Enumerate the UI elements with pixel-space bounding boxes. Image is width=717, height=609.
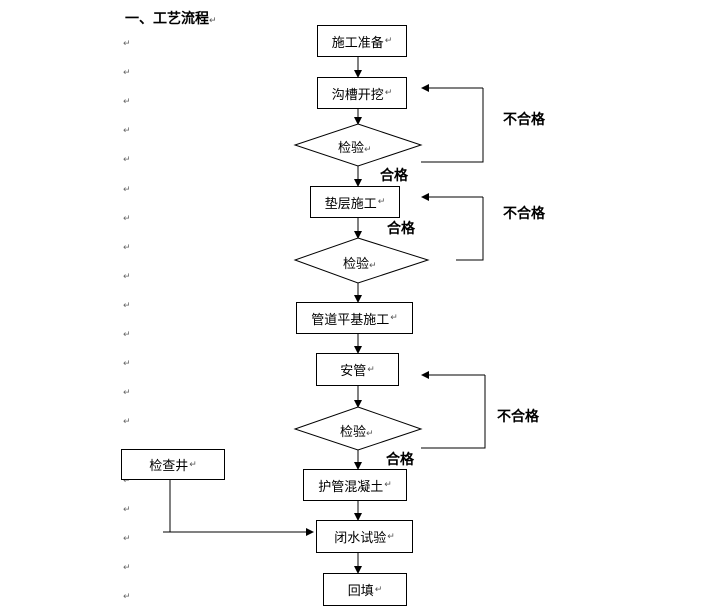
decision-inspect-1-text: 检验 [338, 141, 365, 156]
paragraph-mark-icon: ↵ [123, 505, 131, 515]
decision-diamond-2 [293, 237, 430, 284]
pass-label-3: 合格 [386, 452, 414, 468]
fail-loop-3-line [421, 375, 486, 449]
paragraph-mark-icon: ↵ [387, 531, 395, 542]
paragraph-mark-icon: ↵ [123, 97, 131, 107]
paragraph-mark-icon: ↵ [123, 301, 131, 311]
paragraph-mark-icon: ↵ [123, 185, 131, 195]
step-pipe-laying-label: 安管 [340, 364, 367, 379]
paragraph-mark-icon: ↵ [367, 364, 375, 375]
fail-loop-2-line [456, 197, 484, 261]
paragraph-mark-icon: ↵ [123, 388, 131, 398]
paragraph-mark-icon: ↵ [384, 480, 392, 490]
fail-label-1: 不合格 [503, 112, 545, 128]
paragraph-mark-icon: ↵ [123, 330, 131, 340]
pass-label-2: 合格 [387, 221, 415, 237]
paragraph-mark-icon: ↵ [123, 243, 131, 253]
paragraph-mark-icon: ↵ [123, 126, 131, 136]
paragraph-mark-icon: ↵ [364, 145, 372, 155]
step-cushion-construction: 垫层施工↵ [310, 186, 400, 218]
decision-inspect-1-label: 检验↵ [338, 137, 372, 156]
paragraph-mark-icon: ↵ [366, 429, 374, 439]
step-backfill: 回填↵ [323, 573, 407, 606]
paragraph-mark-icon: ↵ [369, 261, 377, 271]
decision-inspect-2-text: 检验 [343, 257, 370, 272]
paragraph-mark-icon: ↵ [123, 534, 131, 544]
fail-label-3: 不合格 [497, 409, 539, 425]
decision-inspect-3-label: 检验↵ [340, 421, 374, 440]
decision-diamond-1 [293, 123, 423, 167]
step-construction-prep: 施工准备↵ [317, 25, 407, 57]
step-manhole: 检查井↵ [121, 449, 225, 480]
paragraph-mark-icon: ↵ [123, 68, 131, 78]
paragraph-mark-icon: ↵ [384, 88, 393, 98]
page-title: 一、工艺流程↵ [125, 8, 217, 28]
paragraph-mark-icon: ↵ [123, 592, 131, 602]
paragraph-mark-icon: ↵ [123, 39, 131, 49]
step-pipe-concrete-protection: 护管混凝土↵ [303, 469, 407, 501]
step-water-closure-test-label: 闭水试验 [334, 531, 387, 546]
step-cushion-construction-label: 垫层施工 [324, 196, 377, 212]
paragraph-mark-icon: ↵ [123, 155, 131, 165]
paragraph-mark-icon: ↵ [189, 459, 197, 470]
step-trench-excavation-label: 沟槽开挖 [331, 87, 384, 103]
paragraph-mark-icon: ↵ [377, 197, 386, 207]
step-pipe-base-construction: 管道平基施工↵ [296, 302, 413, 334]
decision-diamond-3 [293, 406, 423, 451]
paragraph-mark-icon: ↵ [384, 36, 393, 46]
paragraph-mark-icon: ↵ [374, 584, 383, 595]
paragraph-mark-icon: ↵ [123, 214, 131, 224]
paragraph-mark-icon: ↵ [390, 313, 398, 323]
step-pipe-base-construction-label: 管道平基施工 [311, 312, 390, 328]
step-pipe-concrete-protection-label: 护管混凝土 [318, 479, 384, 495]
step-backfill-label: 回填 [347, 584, 374, 599]
paragraph-mark-icon: ↵ [123, 476, 131, 486]
paragraph-mark-icon: ↵ [123, 417, 131, 427]
fail-label-2: 不合格 [503, 206, 545, 222]
step-manhole-label: 检查井 [149, 459, 189, 474]
paragraph-mark-icon: ↵ [209, 16, 217, 26]
paragraph-mark-icon: ↵ [123, 272, 131, 282]
decision-inspect-2-label: 检验↵ [343, 253, 377, 272]
step-pipe-laying: 安管↵ [316, 353, 399, 386]
fail-loop-1-line [421, 88, 484, 163]
decision-inspect-3-text: 检验 [340, 425, 367, 440]
paragraph-mark-icon: ↵ [123, 563, 131, 573]
paragraph-mark-icon: ↵ [123, 359, 131, 369]
step-construction-prep-label: 施工准备 [331, 35, 384, 51]
step-water-closure-test: 闭水试验↵ [316, 520, 413, 553]
pass-label-1: 合格 [380, 168, 408, 184]
step-trench-excavation: 沟槽开挖↵ [317, 77, 407, 109]
page-title-text: 一、工艺流程 [125, 11, 209, 27]
